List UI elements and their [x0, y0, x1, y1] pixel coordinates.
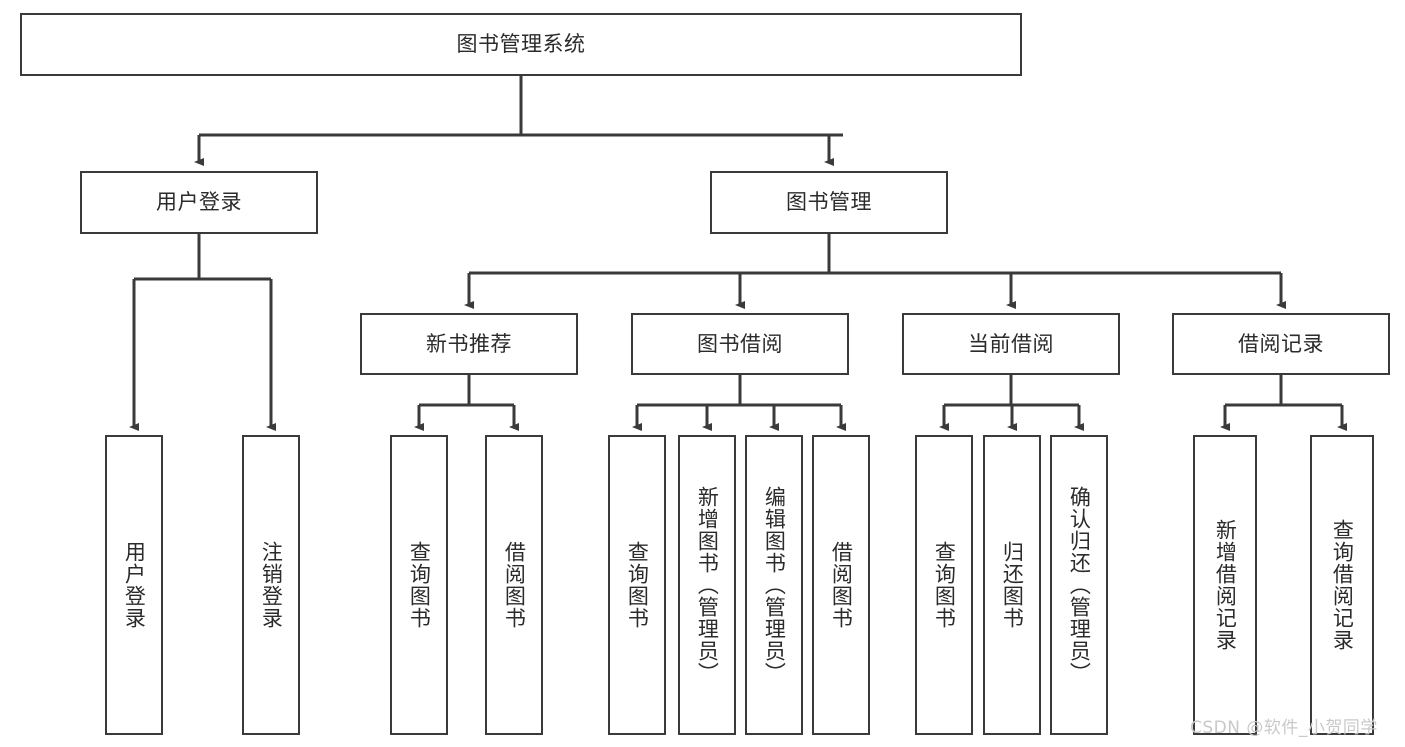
node-leaf-return-book-label: 归还图书 — [1000, 541, 1025, 629]
node-leaf-search-book-3[interactable]: 查询图书 — [915, 435, 973, 735]
node-leaf-borrow-book-2[interactable]: 借阅图书 — [812, 435, 870, 735]
node-leaf-add-book-admin-label: 新增图书（管理员） — [695, 486, 720, 684]
node-leaf-search-borrow-record-label: 查询借阅记录 — [1330, 519, 1355, 651]
node-user-login[interactable]: 用户登录 — [80, 171, 318, 234]
csdn-watermark: CSDN @软件_小贺同学 — [1190, 718, 1378, 738]
node-leaf-borrow-book-2-label: 借阅图书 — [829, 541, 854, 629]
node-leaf-search-borrow-record[interactable]: 查询借阅记录 — [1310, 435, 1374, 735]
node-current-borrow[interactable]: 当前借阅 — [902, 313, 1120, 375]
node-user-login-label: 用户登录 — [156, 190, 242, 215]
node-leaf-confirm-return-admin[interactable]: 确认归还（管理员） — [1050, 435, 1108, 735]
node-borrow-record[interactable]: 借阅记录 — [1172, 313, 1390, 375]
node-new-book-recommend-label: 新书推荐 — [426, 331, 512, 356]
node-leaf-user-login[interactable]: 用户登录 — [105, 435, 163, 735]
node-leaf-confirm-return-admin-label: 确认归还（管理员） — [1067, 486, 1092, 684]
node-current-borrow-label: 当前借阅 — [968, 331, 1054, 356]
node-leaf-search-book-1[interactable]: 查询图书 — [390, 435, 448, 735]
node-root[interactable]: 图书管理系统 — [20, 13, 1022, 76]
node-borrow-record-label: 借阅记录 — [1238, 331, 1324, 356]
node-book-management[interactable]: 图书管理 — [710, 171, 948, 234]
node-leaf-search-book-2-label: 查询图书 — [625, 541, 650, 629]
node-book-borrow-label: 图书借阅 — [697, 331, 783, 356]
node-leaf-edit-book-admin[interactable]: 编辑图书（管理员） — [745, 435, 803, 735]
node-leaf-search-book-3-label: 查询图书 — [932, 541, 957, 629]
node-leaf-logout[interactable]: 注销登录 — [242, 435, 300, 735]
node-leaf-add-borrow-record[interactable]: 新增借阅记录 — [1193, 435, 1257, 735]
node-leaf-logout-label: 注销登录 — [259, 541, 284, 629]
node-leaf-edit-book-admin-label: 编辑图书（管理员） — [762, 486, 787, 684]
node-new-book-recommend[interactable]: 新书推荐 — [360, 313, 578, 375]
node-leaf-return-book[interactable]: 归还图书 — [983, 435, 1041, 735]
node-leaf-search-book-2[interactable]: 查询图书 — [608, 435, 666, 735]
node-leaf-add-book-admin[interactable]: 新增图书（管理员） — [678, 435, 736, 735]
node-leaf-search-book-1-label: 查询图书 — [407, 541, 432, 629]
node-leaf-user-login-label: 用户登录 — [122, 541, 147, 629]
node-root-label: 图书管理系统 — [456, 32, 586, 57]
node-leaf-borrow-book-1[interactable]: 借阅图书 — [485, 435, 543, 735]
node-leaf-add-borrow-record-label: 新增借阅记录 — [1213, 519, 1238, 651]
node-book-borrow[interactable]: 图书借阅 — [631, 313, 849, 375]
node-book-management-label: 图书管理 — [786, 190, 872, 215]
node-leaf-borrow-book-1-label: 借阅图书 — [502, 541, 527, 629]
